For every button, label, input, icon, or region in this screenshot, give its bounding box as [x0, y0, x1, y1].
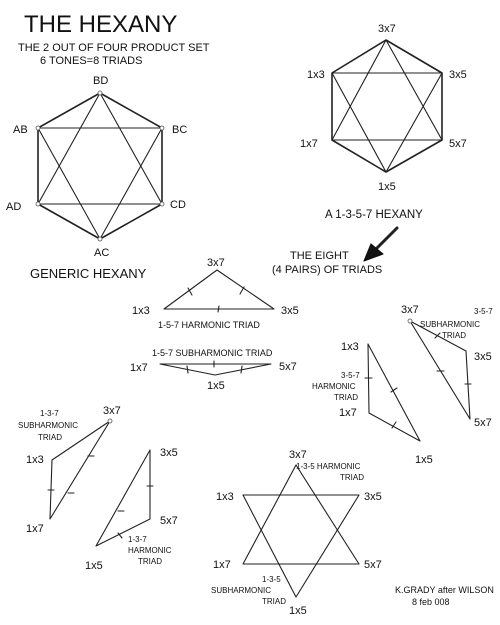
node-bd: [97, 90, 103, 96]
eight-triads-caption-2: (4 PAIRS) OF TRIADS: [272, 264, 382, 276]
triad-157-harmonic: 3x7 1x3 3x5 1-5-7 HARMONIC TRIAD: [132, 257, 299, 330]
generic-hexany: BD AB BC AD CD AC GENERIC HEXANY: [6, 75, 187, 281]
triad-137-harmonic: 3x5 5x7 1-3-7 HARMONIC TRIAD 1x5: [85, 447, 178, 572]
t135-harm-1: 1-3-5 HARMONIC: [296, 462, 361, 471]
node-ab: [35, 125, 41, 131]
label-1x3: 1x3: [307, 69, 325, 81]
label-bc: BC: [172, 124, 187, 136]
t357h-cap2: HARMONIC: [312, 382, 356, 391]
t137s-node-top: [107, 418, 113, 424]
t137h-cap3: TRIAD: [138, 557, 162, 566]
t157h-3x5: 3x5: [281, 305, 299, 317]
label-ac: AC: [94, 247, 109, 259]
triad-137-subharmonic: 1-3-7 SUBHARMONIC TRIAD 3x7 1x3 1x7: [18, 405, 121, 535]
t135-5x7: 5x7: [364, 559, 382, 571]
t357s-3x5: 3x5: [474, 351, 492, 363]
label-1x7: 1x7: [300, 138, 318, 150]
t135-harm-2: TRIAD: [340, 473, 364, 482]
label-3x7: 3x7: [378, 23, 396, 35]
generic-hexagon: [37, 92, 163, 240]
t137h-5x7: 5x7: [160, 515, 178, 527]
t357s-3x7: 3x7: [401, 304, 419, 316]
t357h-1x3: 1x3: [341, 341, 359, 353]
t137h-cap1: 1-3-7: [128, 535, 147, 544]
triad-157-subharmonic: 1-5-7 SUBHARMONIC TRIAD 1x7 5x7 1x5: [130, 348, 297, 392]
t357s-cap1: 3-5-7: [474, 307, 493, 316]
t135-3x5: 3x5: [364, 491, 382, 503]
t157h-3x7: 3x7: [207, 257, 225, 269]
t135-3x7: 3x7: [289, 449, 307, 461]
label-ab: AB: [13, 124, 28, 136]
node-cd: [159, 201, 165, 207]
generic-triangle-up: [37, 92, 163, 205]
hexany-1357-triangle-down: [331, 72, 443, 173]
hexany-1357-triangle-up: [331, 39, 443, 141]
eight-triads-caption-1: THE EIGHT: [290, 250, 349, 262]
hexany-1357: 3x7 1x3 3x5 1x7 5x7 1x5 A 1-3-5-7 HEXANY: [300, 23, 467, 221]
t135-sub-3: TRIAD: [262, 597, 286, 606]
t357h-1x7: 1x7: [339, 407, 357, 419]
t157s-caption: 1-5-7 SUBHARMONIC TRIAD: [152, 348, 273, 358]
t135-sub-2: SUBHARMONIC: [211, 586, 271, 595]
generic-triangle-down: [37, 127, 163, 240]
subtitle-line-2: 6 TONES=8 TRIADS: [40, 55, 142, 67]
t137s-cap2: SUBHARMONIC: [18, 421, 78, 430]
generic-hexany-caption: GENERIC HEXANY: [30, 266, 147, 281]
t157s-5x7: 5x7: [279, 361, 297, 373]
label-3x5: 3x5: [449, 69, 467, 81]
t157s-1x5: 1x5: [207, 380, 225, 392]
label-5x7: 5x7: [449, 138, 467, 150]
t157h-caption: 1-5-7 HARMONIC TRIAD: [158, 320, 260, 330]
label-bd: BD: [93, 75, 108, 87]
t137h-1x5: 1x5: [85, 560, 103, 572]
subtitle-line-1: THE 2 OUT OF FOUR PRODUCT SET: [18, 42, 210, 54]
t357s-cap3: TRIAD: [442, 331, 466, 340]
t137s-cap1: 1-3-7: [40, 409, 59, 418]
node-ac: [97, 236, 103, 242]
node-bc: [159, 125, 165, 131]
label-ad: AD: [6, 201, 21, 213]
t137s-1x3: 1x3: [26, 454, 44, 466]
t137s-cap3: TRIAD: [38, 433, 62, 442]
node-ad: [35, 201, 41, 207]
t135-triangle-up: [242, 464, 360, 565]
t135-1x3: 1x3: [216, 491, 234, 503]
credit-line-1: K.GRADY after WILSON: [395, 585, 494, 595]
arrow-icon: [363, 226, 399, 262]
hexany-1357-caption: A 1-3-5-7 HEXANY: [325, 209, 423, 221]
label-1x5: 1x5: [378, 181, 396, 193]
t357s-node-top: [407, 318, 413, 324]
t357h-cap1: 3-5-7: [341, 371, 360, 380]
t157s-1x7: 1x7: [130, 362, 148, 374]
t135-sub-1: 1-3-5: [262, 575, 281, 584]
t135-1x5: 1x5: [289, 605, 307, 617]
triad-357-subharmonic: 3x7 3-5-7 SUBHARMONIC TRIAD 3x5 5x7: [401, 304, 493, 429]
t157h-1x3: 1x3: [132, 305, 150, 317]
page-title: THE HEXANY: [24, 11, 177, 38]
t137s-1x7: 1x7: [26, 523, 44, 535]
t137h-3x5: 3x5: [160, 447, 178, 459]
t357h-1x5: 1x5: [415, 454, 433, 466]
t357s-5x7: 5x7: [474, 417, 492, 429]
triad-357-harmonic: 1x3 3-5-7 HARMONIC TRIAD 1x7 1x5: [312, 341, 433, 466]
t137h-cap2: HARMONIC: [128, 546, 172, 555]
triad-135-star: 3x7 1-3-5 HARMONIC TRIAD 1x3 3x5 1x7 5x7…: [211, 449, 382, 617]
hexany-1357-hexagon: [331, 39, 443, 173]
t357h-cap3: TRIAD: [334, 393, 358, 402]
credit-line-2: 8 feb 008: [412, 597, 450, 607]
label-cd: CD: [170, 199, 186, 211]
t135-triangle-down: [242, 494, 360, 598]
t357s-cap2: SUBHARMONIC: [420, 320, 480, 329]
t137s-3x7: 3x7: [103, 405, 121, 417]
t135-1x7: 1x7: [213, 559, 231, 571]
